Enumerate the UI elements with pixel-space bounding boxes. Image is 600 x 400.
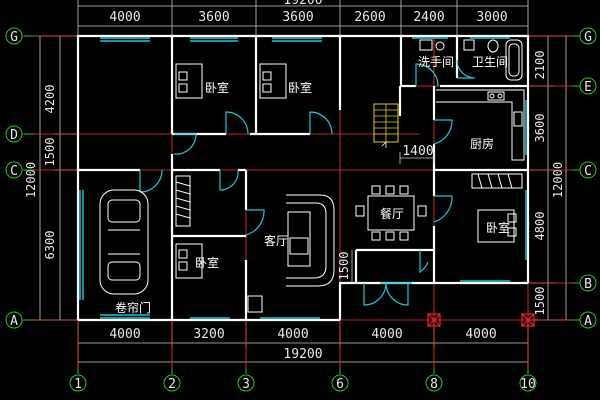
dining-table-icon (355, 185, 427, 241)
kitchen-counter-icon (436, 89, 525, 161)
axis-bubble-b-right (579, 274, 597, 292)
right-dim-2: 3600 (533, 114, 547, 143)
bathroom-fixtures-icon (419, 39, 523, 81)
top-dim-1: 4000 (109, 10, 140, 25)
axis-bubble-c-left (5, 161, 23, 179)
top-dim-5: 2400 (413, 10, 444, 25)
axis-bubble-g-left (5, 27, 23, 45)
top-dim-3: 3600 (282, 10, 313, 25)
axis-bubble-c-right (579, 161, 597, 179)
axis-bubble-1 (69, 374, 87, 392)
room-label-kitchen: 厨房 (470, 136, 494, 151)
top-dim-2: 3600 (198, 10, 229, 25)
axis-label-g-left: G (10, 30, 18, 45)
car-icon (99, 189, 149, 295)
room-label-bedroom-3: 卧室 (195, 255, 219, 270)
axis-bubble-10 (519, 374, 537, 392)
inner-dim-1400: 1400 (402, 144, 433, 159)
bottom-dim-4: 4000 (371, 327, 402, 342)
left-overall-dimension: 12000 (24, 162, 38, 198)
doors (139, 59, 476, 306)
room-label-bedroom-1: 卧室 (205, 80, 229, 95)
axis-bubble-6 (331, 374, 349, 392)
axis-label-2: 2 (168, 377, 176, 392)
axis-label-e-right: E (584, 80, 592, 95)
axis-label-d-left: D (10, 128, 18, 143)
right-dim-4: 1500 (533, 287, 547, 316)
sofa-icon (247, 194, 335, 313)
room-label-washroom: 洗手间 (418, 55, 454, 69)
axis-bubble-a-right (579, 311, 597, 329)
inner-dim-1500: 1500 (337, 252, 351, 281)
bed-icon (175, 63, 517, 279)
bottom-overall-dimension: 19200 (283, 347, 322, 362)
bottom-dim-2: 3200 (193, 327, 224, 342)
top-overall-dimension: 19200 (283, 0, 322, 8)
axis-label-b-right: B (584, 277, 592, 292)
room-label-bedroom-2: 卧室 (288, 80, 312, 95)
axis-bubble-3 (237, 374, 255, 392)
axis-bubble-a-left (5, 311, 23, 329)
axis-bubble-e-right (579, 77, 597, 95)
axis-label-c-right: C (584, 164, 592, 179)
left-dim-2: 1500 (43, 138, 57, 167)
room-label-living: 客厅 (264, 233, 288, 248)
bottom-dim-5: 4000 (465, 327, 496, 342)
axis-bubble-8 (425, 374, 443, 392)
wardrobe-icon (175, 173, 523, 227)
axis-label-1: 1 (74, 377, 82, 392)
windows (79, 37, 527, 319)
stair-icon (373, 103, 399, 148)
right-overall-dimension: 12000 (551, 162, 565, 198)
right-dim-3: 4800 (533, 212, 547, 241)
axis-label-g-right: G (584, 30, 592, 45)
axis-label-a-left: A (10, 314, 18, 329)
pillar-icon (427, 313, 535, 327)
room-label-rolling-door: 卷帘门 (115, 300, 151, 315)
left-dim-1: 4200 (43, 85, 57, 114)
left-dimension-lines (34, 35, 78, 321)
axis-label-10: 10 (520, 377, 536, 392)
room-label-bedroom-4: 卧室 (486, 220, 510, 235)
room-label-bathroom: 卫生间 (472, 55, 508, 69)
left-dim-3: 6300 (43, 231, 57, 260)
right-dim-1: 2100 (533, 51, 547, 80)
axis-label-c-left: C (10, 164, 18, 179)
axis-label-a-right: A (584, 314, 592, 329)
inner-dimension-lines (351, 152, 435, 283)
room-label-dining: 餐厅 (380, 206, 404, 221)
top-dim-4: 2600 (354, 10, 385, 25)
axis-label-6: 6 (336, 377, 344, 392)
top-dim-6: 3000 (476, 10, 507, 25)
top-dimension-lines (77, 0, 529, 36)
axis-bubble-g-right (579, 27, 597, 45)
axis-label-8: 8 (430, 377, 438, 392)
axis-leaders (24, 35, 580, 374)
bottom-dim-1: 4000 (109, 327, 140, 342)
axis-label-3: 3 (242, 377, 250, 392)
axis-bubble-d-left (5, 125, 23, 143)
axis-bubble-2 (163, 374, 181, 392)
bottom-dim-3: 4000 (277, 327, 308, 342)
